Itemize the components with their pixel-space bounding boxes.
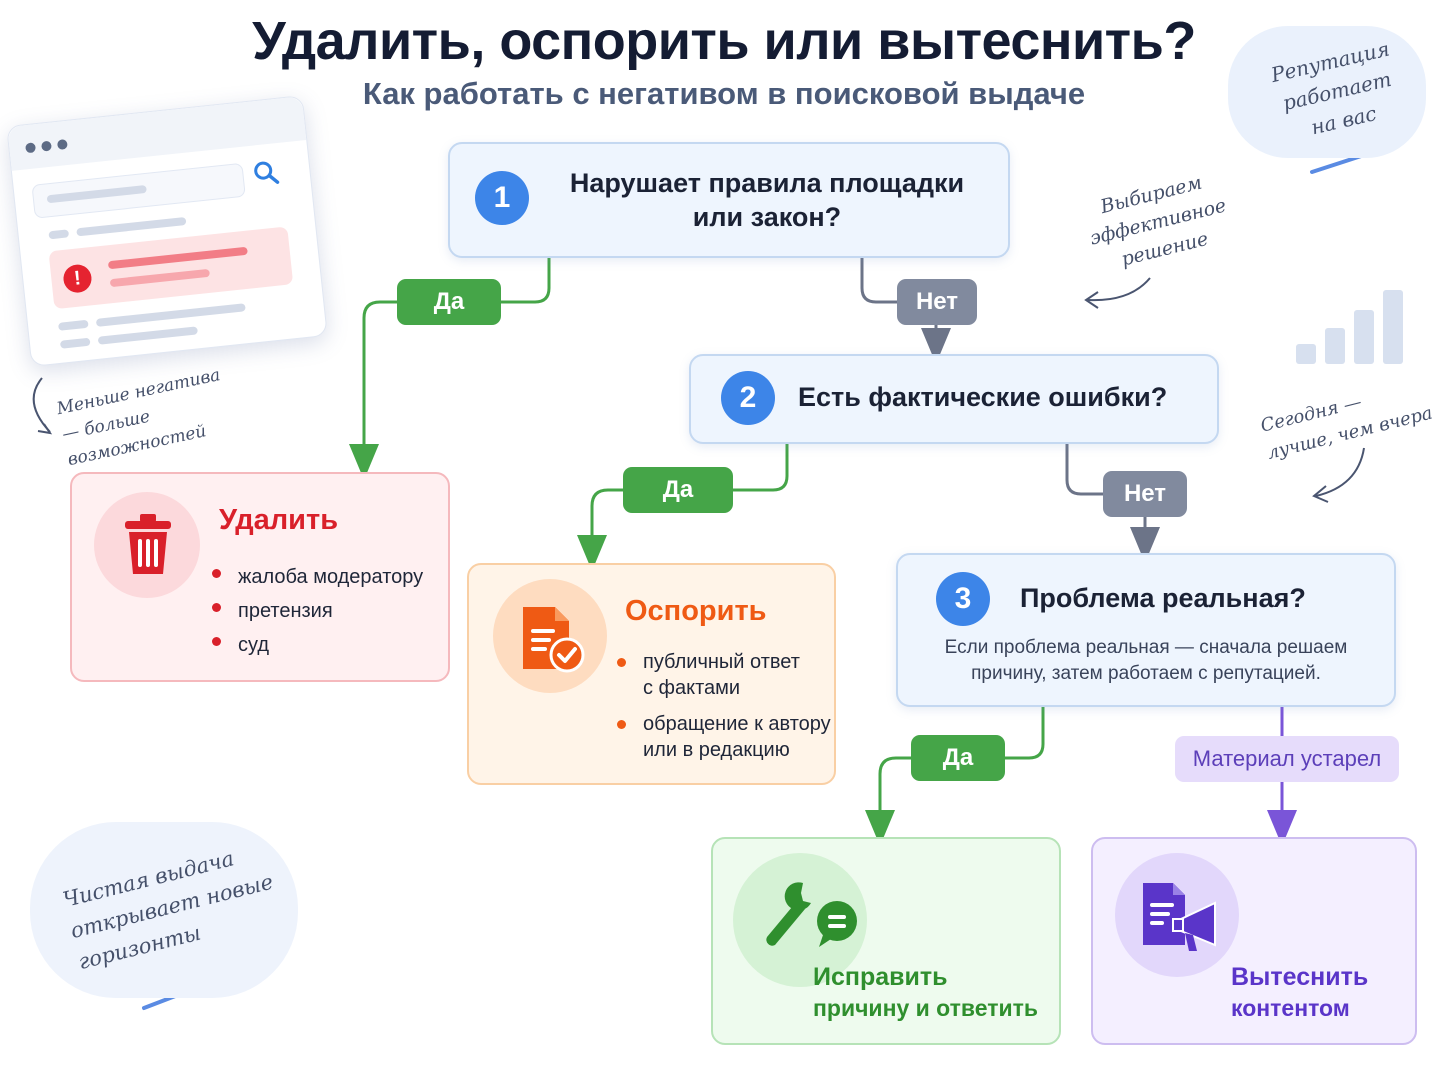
q2-no-label: Нет xyxy=(1103,471,1187,517)
wrench-chat-icon xyxy=(757,873,857,953)
question-1-box: 1 Нарушает правила площадки или закон? xyxy=(448,142,1010,258)
question-3-box: 3 Проблема реальная? Если проблема реаль… xyxy=(896,553,1396,707)
document-megaphone-icon xyxy=(1139,879,1229,955)
question-3-text: Проблема реальная? xyxy=(1020,583,1306,613)
list-item-line: с фактами xyxy=(643,677,741,699)
q1-no-label: Нет xyxy=(897,279,977,325)
trash-icon xyxy=(122,514,174,576)
outcome-delete-title: Удалить xyxy=(219,504,339,536)
list-item: публичный ответ с фактами xyxy=(617,649,831,701)
page-subtitle: Как работать с негативом в поисковой выд… xyxy=(362,76,1086,111)
outcome-dispute-card: Оспорить публичный ответ с фактами обращ… xyxy=(467,563,836,785)
outcome-dispute-title: Оспорить xyxy=(625,595,767,627)
question-3-note-line-2: причину, затем работаем с репутацией. xyxy=(971,663,1321,684)
q2-yes-label: Да xyxy=(623,467,733,513)
note-bubble-clean xyxy=(30,822,298,998)
question-1-line-1: Нарушает правила площадки xyxy=(569,168,965,198)
step-2-badge: 2 xyxy=(721,371,775,425)
outcome-delete-card: Удалить жалоба модератору претензия суд xyxy=(70,472,450,682)
list-item-line: или в редакцию xyxy=(643,739,790,761)
q3-yes-label: Да xyxy=(911,735,1005,781)
outcome-dispute-list: публичный ответ с фактами обращение к ав… xyxy=(617,649,831,763)
list-item: обращение к автору или в редакцию xyxy=(617,711,831,763)
q3-outdated-label: Материал устарел xyxy=(1175,736,1399,782)
question-2-box: 2 Есть фактические ошибки? xyxy=(689,354,1219,444)
step-3-badge: 3 xyxy=(936,572,990,626)
outcome-displace-title-line-1: Вытеснить xyxy=(1231,963,1369,991)
outcome-displace-card: Вытеснить контентом xyxy=(1091,837,1417,1045)
question-2-text: Есть фактические ошибки? xyxy=(798,382,1168,412)
list-item: претензия xyxy=(212,594,423,628)
note-bubble-reputation xyxy=(1228,26,1426,158)
outcome-displace-title-line-2: контентом xyxy=(1231,995,1350,1021)
outcome-fix-card: Исправить причину и ответить xyxy=(711,837,1061,1045)
growth-bars-illustration xyxy=(1296,286,1408,364)
question-1-line-2: или закон? xyxy=(692,202,842,232)
step-1-badge: 1 xyxy=(475,171,529,225)
outcome-fix-title-line-1: Исправить xyxy=(813,963,948,991)
q1-yes-label: Да xyxy=(397,279,501,325)
browser-illustration: ! xyxy=(6,95,328,367)
outcome-fix-title-line-2: причину и ответить xyxy=(813,995,1039,1021)
document-check-icon xyxy=(521,605,585,673)
outcome-delete-list: жалоба модератору претензия суд xyxy=(212,560,423,662)
list-item: суд xyxy=(212,628,423,662)
search-icon xyxy=(252,159,281,188)
list-item-line: публичный ответ xyxy=(643,651,800,673)
page-title: Удалить, оспорить или вытеснить? xyxy=(252,11,1196,71)
list-item: жалоба модератору xyxy=(212,560,423,594)
question-3-note-line-1: Если проблема реальная — сначала решаем xyxy=(944,637,1348,658)
list-item-line: обращение к автору xyxy=(643,713,831,735)
